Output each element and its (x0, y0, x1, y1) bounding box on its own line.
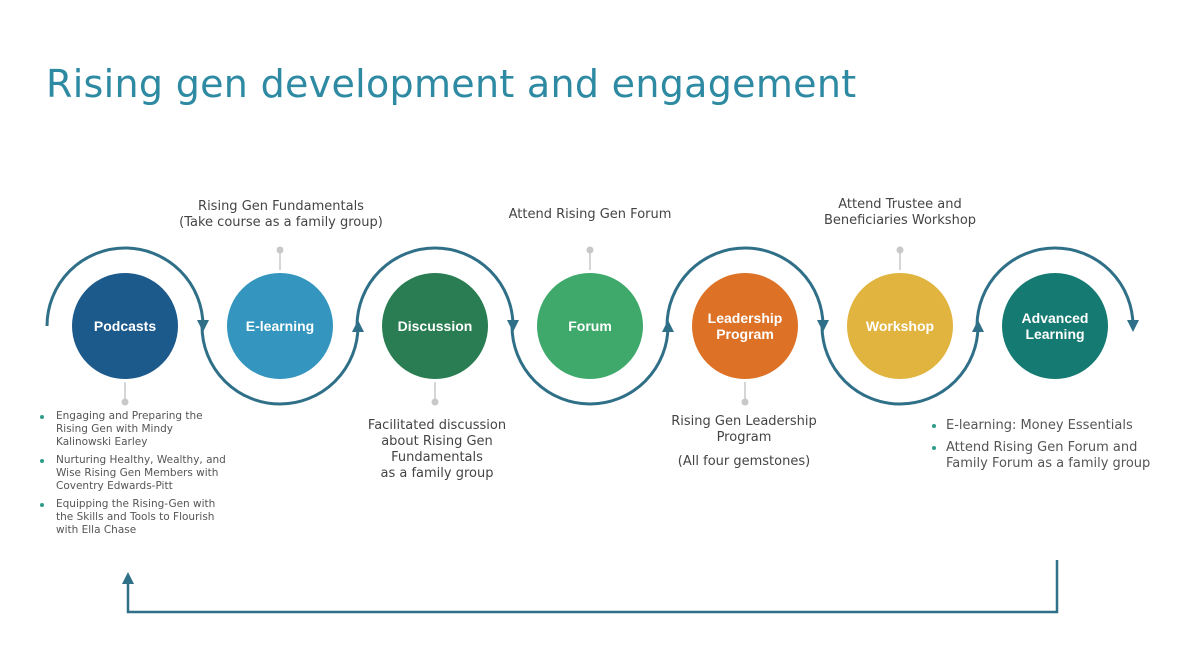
page-title: Rising gen development and engagement (46, 62, 857, 106)
node-label-line: Forum (568, 318, 612, 334)
node-label-line: Podcasts (94, 318, 156, 334)
connector-dot (431, 398, 439, 406)
arc-under (510, 320, 674, 406)
callout-forum: Attend Rising Gen Forum (508, 207, 672, 222)
connector-dot (121, 398, 129, 406)
node-label-line: Program (716, 326, 774, 342)
callout-workshop: Attend Trustee and Beneficiaries Worksho… (823, 197, 977, 228)
node-label-line: Discussion (398, 318, 473, 334)
node-label-line: Learning (1025, 326, 1084, 342)
node-label-forum: Forum (568, 318, 612, 334)
node-forum (537, 273, 643, 379)
node-label-podcasts: Podcasts (94, 318, 156, 334)
node-discussion (382, 273, 488, 379)
node-label-line: Leadership (708, 310, 783, 326)
node-label-workshop: Workshop (866, 318, 934, 334)
node-label-line: Workshop (866, 318, 934, 334)
connector-dot (741, 398, 749, 406)
arc-over (975, 246, 1139, 332)
connector-dot (276, 246, 284, 254)
return-loop-arrow (122, 560, 1059, 614)
node-advanced (1002, 273, 1108, 379)
arc-under (820, 320, 984, 406)
node-e-learning (227, 273, 333, 379)
list-item: E-learning: Money Essentials (928, 418, 1150, 434)
podcast-list: Engaging and Preparing the Rising Gen wi… (40, 410, 230, 542)
node-workshop (847, 273, 953, 379)
arc-over (665, 246, 829, 332)
arc-under (200, 320, 364, 406)
list-item: Equipping the Rising-Gen with the Skills… (40, 498, 230, 537)
list-item: Nurturing Healthy, Wealthy, and Wise Ris… (40, 454, 230, 493)
node-label-discussion: Discussion (398, 318, 473, 334)
node-leadership (692, 273, 798, 379)
list-item: Engaging and Preparing the Rising Gen wi… (40, 410, 230, 449)
arc-over (45, 246, 209, 332)
node-label-line: Advanced (1022, 310, 1089, 326)
callout-discussion: Facilitated discussion about Rising Gen … (367, 418, 507, 481)
node-label-line: E-learning (246, 318, 314, 334)
callout-leadership: Rising Gen Leadership Program (All four … (671, 414, 817, 469)
node-label-e-learning: E-learning (246, 318, 314, 334)
connector-dot (896, 246, 904, 254)
connector-dot (586, 246, 594, 254)
advanced-learning-list: E-learning: Money Essentials Attend Risi… (928, 418, 1150, 478)
node-podcasts (72, 273, 178, 379)
list-item: Attend Rising Gen Forum and Family Forum… (928, 440, 1150, 472)
callout-elearning: Rising Gen Fundamentals (Take course as … (179, 199, 383, 230)
arc-over (355, 246, 519, 332)
